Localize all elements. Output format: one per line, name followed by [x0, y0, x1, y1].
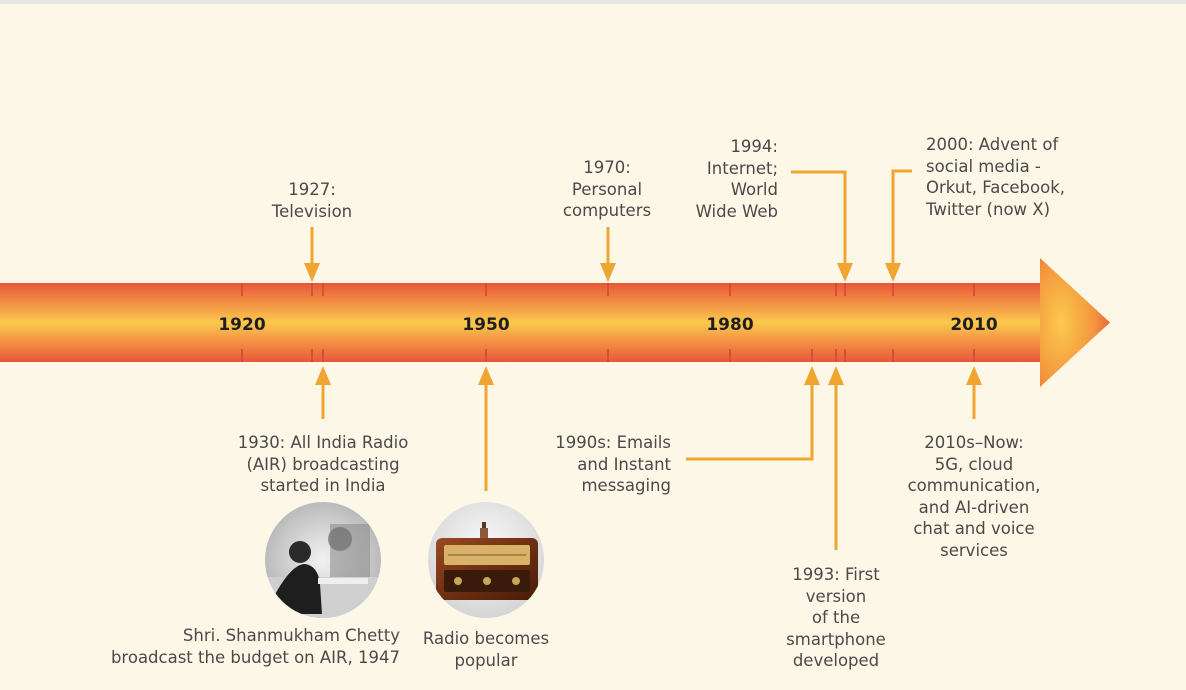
timeline-band — [0, 283, 1042, 362]
year-label-1920: 1920 — [218, 315, 265, 335]
timeline-graphic — [0, 4, 1186, 690]
event-1927-television: 1927:Television — [272, 179, 352, 222]
year-label-1980: 1980 — [706, 315, 753, 335]
pointer-1994 — [791, 172, 845, 266]
person-at-desk-photo — [263, 500, 385, 622]
year-label-2010: 2010 — [950, 315, 997, 335]
pointer-2000 — [893, 171, 912, 266]
pointer-1990s — [686, 382, 812, 459]
vintage-radio-photo — [426, 500, 546, 620]
timeline-arrow-head — [1040, 258, 1110, 387]
timeline-diagram: 1920 1950 1980 2010 1927:Television 1970… — [0, 4, 1186, 690]
year-label-1950: 1950 — [462, 315, 509, 335]
